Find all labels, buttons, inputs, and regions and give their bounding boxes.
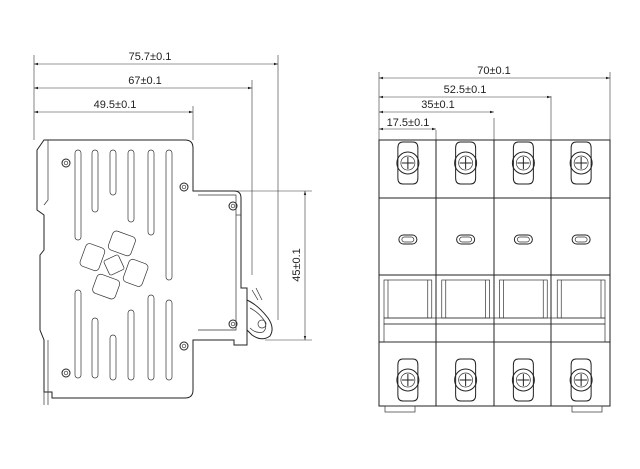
terminal-screw-head (573, 155, 589, 171)
terminal-screw-icon (569, 151, 593, 175)
indicator-window-inner (459, 236, 472, 243)
toggle-slot (441, 279, 490, 319)
toggle-slot (556, 279, 606, 319)
indicator-window-inner (574, 236, 588, 243)
dimension-four-pole-width: 70±0.1 (477, 65, 511, 77)
terminal-screw-head (458, 155, 473, 171)
indicator-window (398, 234, 418, 245)
indicator-window-inner (401, 236, 415, 243)
terminal-housing (397, 141, 419, 185)
terminal-screw-head (573, 372, 589, 388)
dimension-overall-depth: 75.7±0.1 (129, 51, 172, 63)
terminal-screw-head (458, 372, 473, 388)
dimension-pole-width: 17.5±0.1 (387, 117, 430, 129)
side-front-panel (198, 194, 237, 331)
din-clip-right (571, 405, 603, 413)
indicator-window (571, 234, 591, 245)
toggle-slot (499, 279, 548, 319)
terminal-housing (570, 141, 592, 185)
dimension-body-depth: 49.5±0.1 (94, 99, 137, 111)
terminal-screw-icon (396, 368, 420, 392)
terminal-screw-head (400, 372, 416, 388)
dimension-three-pole-width: 52.5±0.1 (444, 84, 487, 96)
terminal-housing (570, 358, 592, 402)
poles (383, 141, 606, 402)
side-screws (61, 158, 238, 378)
dimension-front-height: 45±0.1 (291, 248, 303, 282)
terminal-screw-icon (511, 368, 535, 392)
terminal-screw-head (400, 155, 416, 171)
terminal-screw-head (516, 372, 531, 388)
terminal-screw-icon (396, 151, 420, 175)
toggle-slot (383, 279, 433, 319)
side-body-inner-edge (43, 140, 49, 206)
logo-icon (79, 230, 149, 300)
terminal-screw-icon (454, 368, 478, 392)
dimension-two-pole-width: 35±0.1 (421, 99, 455, 111)
terminal-screw-icon (511, 151, 535, 175)
front-view: 70±0.1 52.5±0.1 35±0.1 17.5±0.1 (378, 65, 611, 413)
dimension-front-depth: 67±0.1 (128, 75, 162, 87)
terminal-housing (512, 358, 534, 402)
indicator-window-inner (517, 236, 530, 243)
terminal-screw-icon (454, 151, 478, 175)
terminal-housing (397, 358, 419, 402)
din-clip-left (384, 405, 416, 413)
indicator-window (513, 234, 533, 245)
side-view: 75.7±0.1 67±0.1 49.5±0.1 45±0.1 (33, 51, 312, 405)
side-body-outline (36, 139, 248, 399)
terminal-housing (455, 141, 477, 185)
terminal-screw-head (516, 155, 531, 171)
toggle-handle (246, 287, 273, 340)
terminal-housing (455, 358, 477, 402)
side-ribs (74, 149, 173, 381)
terminal-screw-icon (569, 368, 593, 392)
terminal-housing (512, 141, 534, 185)
indicator-window (456, 234, 476, 245)
